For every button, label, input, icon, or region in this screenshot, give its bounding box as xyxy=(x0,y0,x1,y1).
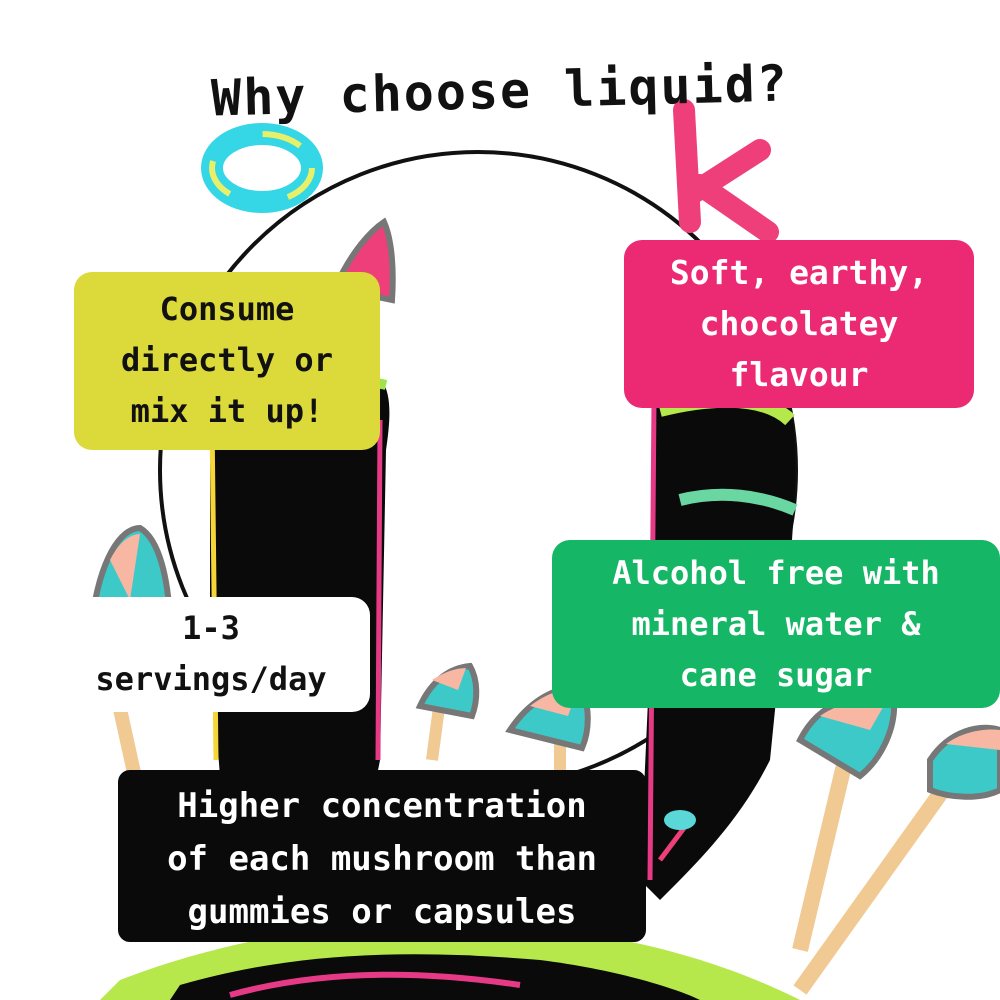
letter-k-shape xyxy=(673,99,779,243)
callout-line: chocolatey xyxy=(699,304,899,343)
callout-line: directly or xyxy=(121,341,333,379)
consume-directly-callout: Consume directly or mix it up! xyxy=(74,272,380,450)
callout-line: Soft, earthy, xyxy=(669,253,929,292)
servings-callout: 1-3 servings/day xyxy=(52,597,370,712)
callout-line: 1-3 xyxy=(182,609,240,647)
callout-line: Alcohol free with xyxy=(612,554,940,592)
callout-line: of each mushroom than xyxy=(167,839,597,879)
concentration-callout: Higher concentration of each mushroom th… xyxy=(118,770,646,942)
callout-line: mineral water & xyxy=(631,605,921,643)
callout-line: Higher concentration xyxy=(177,786,587,826)
callout-line: servings/day xyxy=(95,660,327,698)
callout-line: gummies or capsules xyxy=(187,892,577,932)
callout-line: Consume xyxy=(159,290,295,328)
flavour-callout: Soft, earthy, chocolatey flavour xyxy=(624,240,974,408)
callout-line: flavour xyxy=(729,355,869,394)
letter-o-highlight xyxy=(209,131,315,205)
alcohol-free-callout: Alcohol free with mineral water & cane s… xyxy=(552,540,1000,708)
tall-mushrooms-right xyxy=(792,693,1000,995)
callout-line: mix it up! xyxy=(130,392,324,430)
callout-line: cane sugar xyxy=(679,656,873,694)
